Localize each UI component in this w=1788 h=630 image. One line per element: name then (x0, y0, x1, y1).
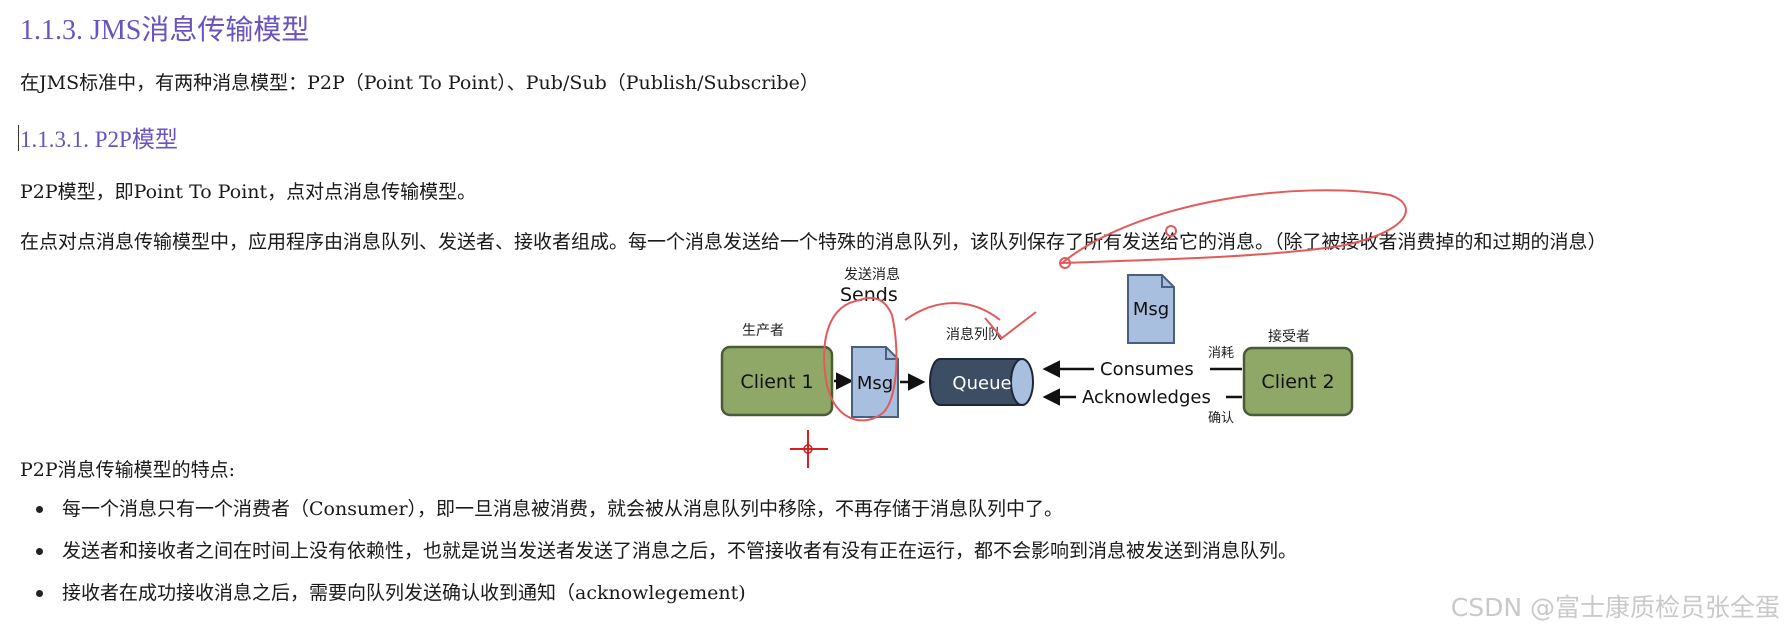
send-label: Sends (840, 284, 898, 306)
consumes-label: Consumes (1100, 359, 1194, 380)
ack-cn-label: 确认 (1208, 411, 1234, 426)
receiver-label: 接受者 (1268, 328, 1310, 345)
list-item: 每一个消息只有一个消费者（Consumer），即一旦消息被消费，就会被从消息队列… (20, 497, 1297, 539)
section-heading: 1.1.3. JMS消息传输模型 (20, 15, 310, 46)
features-title: P2P消息传输模型的特点: (20, 459, 236, 481)
client2-box (1242, 346, 1354, 417)
queue-cn-label: 消息列队 (946, 326, 1002, 343)
features-list: 每一个消息只有一个消费者（Consumer），即一旦消息被消费，就会被从消息队列… (20, 497, 1297, 623)
intro-paragraph: 在JMS标准中，有两种消息模型：P2P（Point To Point）、Pub/… (20, 72, 819, 94)
send-cn-label: 发送消息 (844, 266, 900, 283)
msg-top-label: Msg (1133, 299, 1169, 320)
list-item: 接收者在成功接收消息之后，需要向队列发送确认收到通知（acknowlegemen… (20, 581, 1297, 623)
p2p-diagram: 生产者 Client 1 发送消息 Sends Msg 消息列队 Queue M… (720, 266, 1354, 426)
queue-label: Queue (952, 373, 1011, 394)
producer-label: 生产者 (742, 323, 784, 339)
watermark: CSDN @富士康质检员张全蛋 (1450, 593, 1780, 622)
p2p-definition: P2P模型，即Point To Point，点对点消息传输模型。 (20, 181, 477, 203)
subsection-heading: 1.1.3.1. P2P模型 (20, 127, 178, 152)
client2-label: Client 2 (1261, 371, 1334, 393)
msg-left-label: Msg (857, 373, 893, 394)
client1-label: Client 1 (740, 371, 813, 393)
list-item: 发送者和接收者之间在时间上没有依赖性，也就是说当发送者发送了消息之后，不管接收者… (20, 539, 1297, 581)
msg-top-icon (1127, 274, 1175, 344)
p2p-description: 在点对点消息传输模型中，应用程序由消息队列、发送者、接收者组成。每一个消息发送给… (20, 231, 1607, 253)
text-cursor (18, 125, 19, 151)
acknowledges-label: Acknowledges (1082, 387, 1211, 408)
consume-cn-label: 消耗 (1208, 346, 1234, 361)
